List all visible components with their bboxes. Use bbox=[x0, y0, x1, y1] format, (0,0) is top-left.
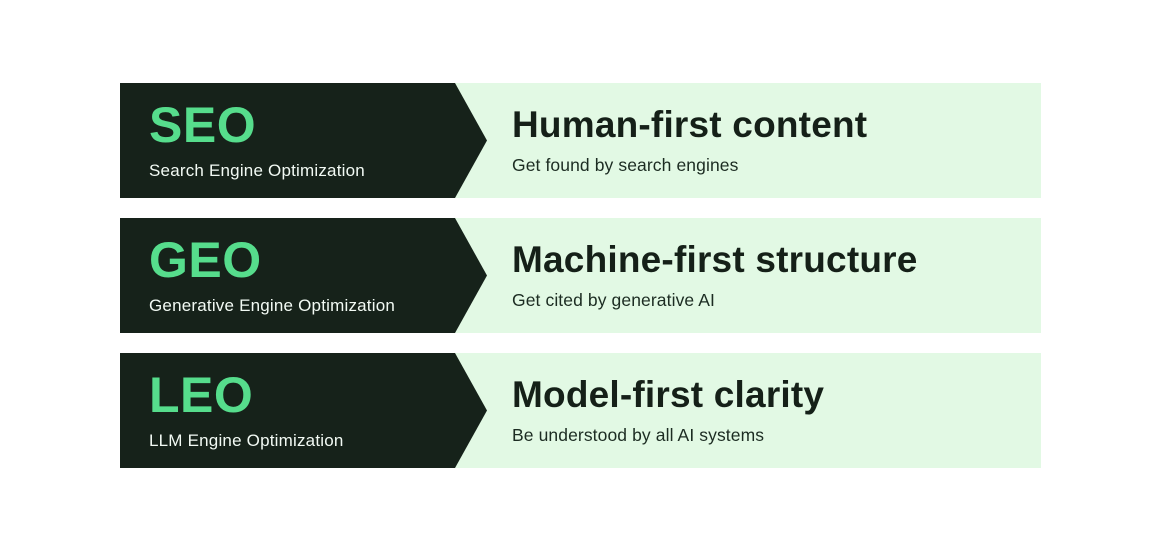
optimization-rows: SEO Search Engine Optimization Human-fir… bbox=[120, 83, 1041, 468]
seo-title: Human-first content bbox=[512, 104, 868, 146]
row-leo: LEO LLM Engine Optimization Model-first … bbox=[120, 353, 1041, 468]
seo-acronym: SEO bbox=[149, 97, 257, 153]
seo-subtitle: Get found by search engines bbox=[512, 154, 739, 175]
row-seo: SEO Search Engine Optimization Human-fir… bbox=[120, 83, 1041, 198]
geo-title: Machine-first structure bbox=[512, 239, 918, 281]
geo-full-name: Generative Engine Optimization bbox=[149, 296, 396, 315]
leo-acronym: LEO bbox=[149, 367, 254, 423]
leo-title: Model-first clarity bbox=[512, 374, 825, 416]
geo-acronym: GEO bbox=[149, 232, 262, 288]
seo-full-name: Search Engine Optimization bbox=[149, 161, 365, 180]
seo-arrow-banner: SEO Search Engine Optimization bbox=[120, 83, 487, 198]
leo-arrow-banner: LEO LLM Engine Optimization bbox=[120, 353, 487, 468]
leo-subtitle: Be understood by all AI systems bbox=[512, 424, 765, 445]
geo-subtitle: Get cited by generative AI bbox=[512, 289, 715, 310]
geo-arrow-banner: GEO Generative Engine Optimization bbox=[120, 218, 487, 333]
row-geo: GEO Generative Engine Optimization Machi… bbox=[120, 218, 1041, 333]
seo-description: Human-first content Get found by search … bbox=[512, 83, 1021, 198]
leo-full-name: LLM Engine Optimization bbox=[149, 431, 344, 450]
leo-description: Model-first clarity Be understood by all… bbox=[512, 353, 1021, 468]
geo-description: Machine-first structure Get cited by gen… bbox=[512, 218, 1021, 333]
